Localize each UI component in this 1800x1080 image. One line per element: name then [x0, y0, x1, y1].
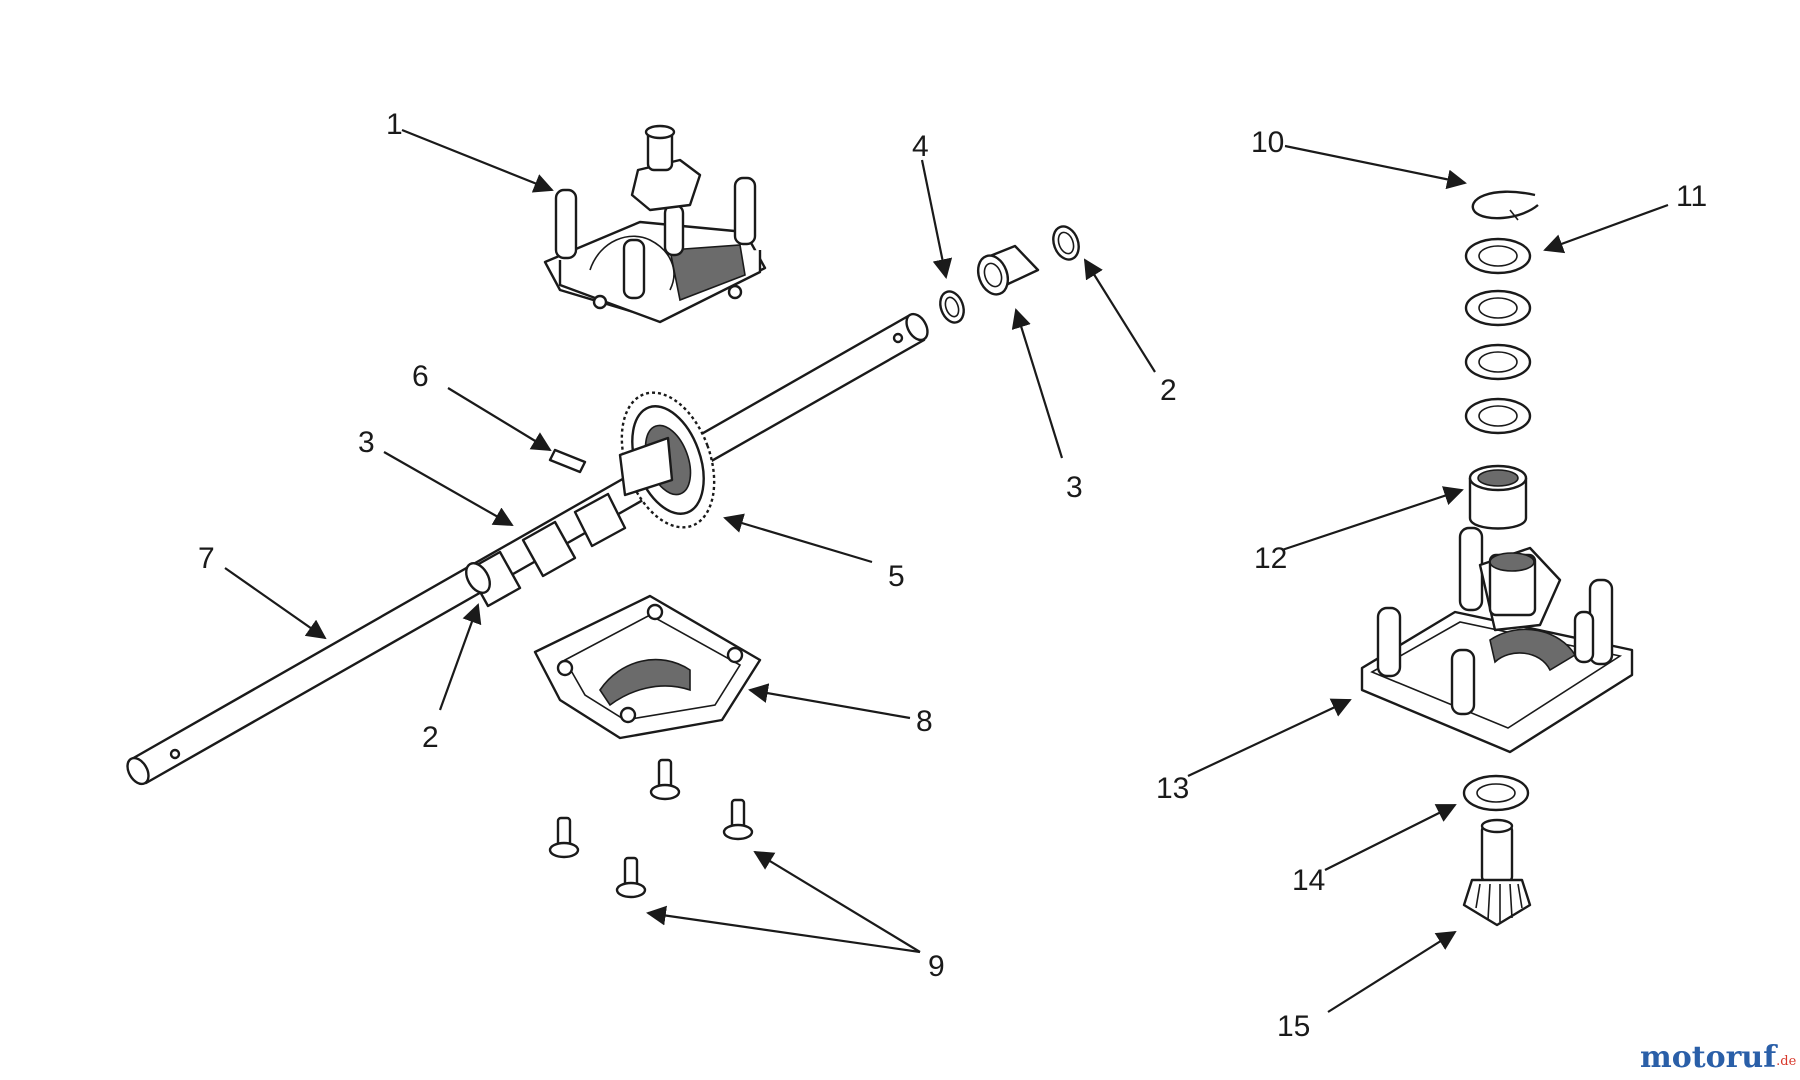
watermark-text: motoruf: [1640, 1040, 1778, 1075]
callout-9: 9: [928, 950, 945, 983]
callout-5: 5: [888, 560, 905, 593]
callout-2: 2: [1160, 374, 1177, 407]
lower-housing-part-8: [533, 594, 762, 740]
washer-part-4: [939, 290, 965, 324]
callout-8: 8: [916, 705, 933, 738]
callout-15: 15: [1277, 1010, 1310, 1043]
screw-part-9-c: [548, 816, 580, 859]
callout-1: 1: [386, 108, 403, 141]
svg-text:motoruf.de: motoruf.de: [1640, 1040, 1797, 1075]
needle-bearing-part-12: [1468, 464, 1528, 530]
snap-ring-part-10: [1471, 190, 1539, 221]
washer-part-2: [1052, 225, 1080, 261]
screw-part-9-a: [649, 758, 681, 801]
leader-lines: [224, 128, 1669, 1013]
callout-labels: 1 4 2 3 10 11 6 3 5 7 2 8 12 13 14 15 9: [198, 108, 1707, 1043]
pinion-gear-part-15: [1462, 818, 1532, 927]
bushing-part-3: [976, 244, 1040, 296]
ring-part-2: [465, 562, 491, 594]
callout-7: 7: [198, 542, 215, 575]
callout-14: 14: [1292, 864, 1325, 897]
callout-12: 12: [1254, 542, 1287, 575]
gear-housing-part-13: [1360, 526, 1634, 754]
callout-13: 13: [1156, 772, 1189, 805]
watermark-suffix: .de: [1776, 1054, 1796, 1069]
screw-part-9-d: [615, 856, 647, 899]
washer-part-14: [1462, 774, 1530, 812]
bevel-gear-part-5: [618, 391, 716, 529]
callout-4: 4: [912, 130, 929, 163]
spacer-part-3: [466, 492, 627, 608]
watermark-logo: motoruf.de: [1640, 1040, 1797, 1075]
callout-3: 3: [358, 426, 375, 459]
callout-6: 6: [412, 360, 429, 393]
callout-3: 3: [1066, 471, 1083, 504]
callout-2: 2: [422, 721, 439, 754]
upper-housing-part-1: [543, 124, 767, 324]
callout-10: 10: [1251, 126, 1284, 159]
screw-part-9-b: [722, 798, 754, 841]
callout-11: 11: [1676, 180, 1707, 213]
washer-stack-part-11: [1464, 237, 1532, 435]
key-pin-part-6: [548, 448, 587, 474]
